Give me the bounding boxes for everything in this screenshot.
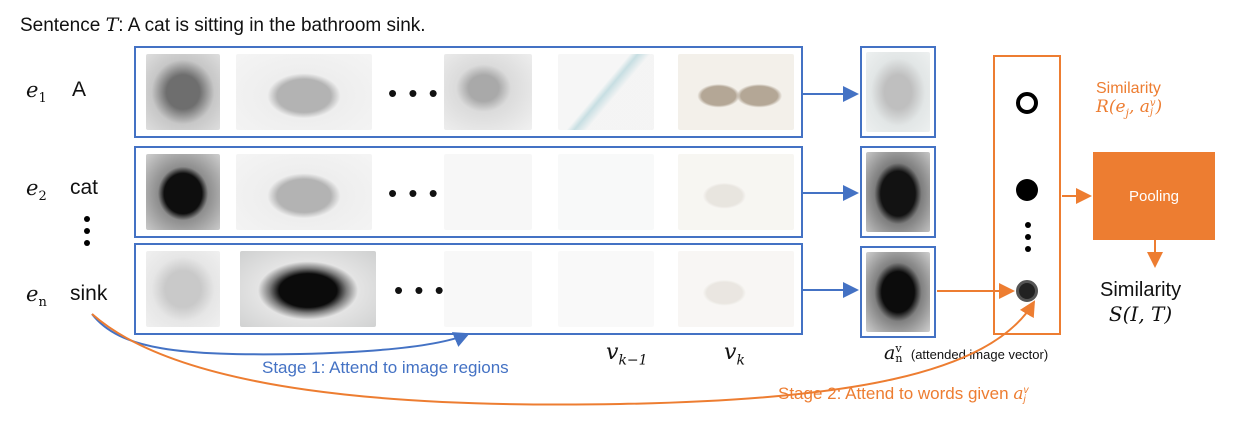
word-symbol-e2: e2 (26, 176, 47, 205)
cat-photo-icon (146, 54, 220, 130)
toothbrush-photo-icon (558, 154, 654, 230)
faucet-photo-icon (444, 54, 532, 130)
toothbrush-photo-icon (558, 251, 654, 327)
region-row-3: • • • (134, 243, 803, 335)
horizontal-ellipsis: • • • (394, 275, 446, 305)
sunglasses-photo-icon (678, 251, 794, 327)
sentence-caption: Sentence T: A cat is sitting in the bath… (20, 14, 426, 37)
cat-photo-icon (146, 251, 220, 327)
sunglasses-photo-icon (678, 154, 794, 230)
sentence-variable: T (105, 14, 119, 36)
region-row-2: • • • (134, 146, 803, 238)
horizontal-ellipsis: • • • (388, 78, 440, 108)
vertical-ellipsis (84, 216, 92, 246)
word-cat: cat (70, 176, 99, 199)
cat-photo-icon (146, 154, 220, 230)
similarity-s-label: Similarity S(I, T) (1100, 278, 1181, 326)
attended-vector-2 (860, 146, 936, 238)
word-symbol-e1: e1 (26, 78, 47, 107)
pooling-box: Pooling (1093, 152, 1215, 240)
word-a: A (72, 78, 87, 101)
attended-caption: (attended image vector) (910, 347, 1049, 362)
faucet-photo-icon (444, 154, 532, 230)
faucet-photo-icon (444, 251, 532, 327)
similarity-r-title: Similarity (1096, 80, 1161, 97)
attended-vector-1 (860, 46, 936, 138)
sink-photo-icon (236, 54, 372, 130)
sink-photo-icon (240, 251, 376, 327)
sunglasses-photo-icon (678, 54, 794, 130)
stage2-curve-arrow (91, 300, 1036, 406)
similarity-s-title: Similarity (1100, 279, 1182, 301)
word-symbol-en: en (26, 282, 47, 311)
similarity-vertical-ellipsis (1025, 222, 1031, 252)
similarity-dot-empty (1016, 92, 1038, 114)
attended-vector-n (860, 246, 936, 338)
sink-photo-icon (236, 154, 372, 230)
similarity-s-formula: S(I, T) (1108, 302, 1173, 326)
sentence-prefix: Sentence (20, 15, 106, 36)
horizontal-ellipsis: • • • (388, 178, 440, 208)
region-label-vk-1: vk−1 (606, 340, 648, 369)
word-sink: sink (70, 282, 108, 305)
region-row-1: • • • (134, 46, 803, 138)
similarity-vector-box (993, 55, 1061, 335)
pooling-label: Pooling (1128, 187, 1180, 205)
toothbrush-photo-icon (558, 54, 654, 130)
sentence-text: : A cat is sitting in the bathroom sink. (118, 15, 426, 36)
stage1-label: Stage 1: Attend to image regions (262, 358, 509, 377)
region-label-vk: vk (724, 340, 745, 369)
similarity-dot-filled (1016, 179, 1038, 201)
